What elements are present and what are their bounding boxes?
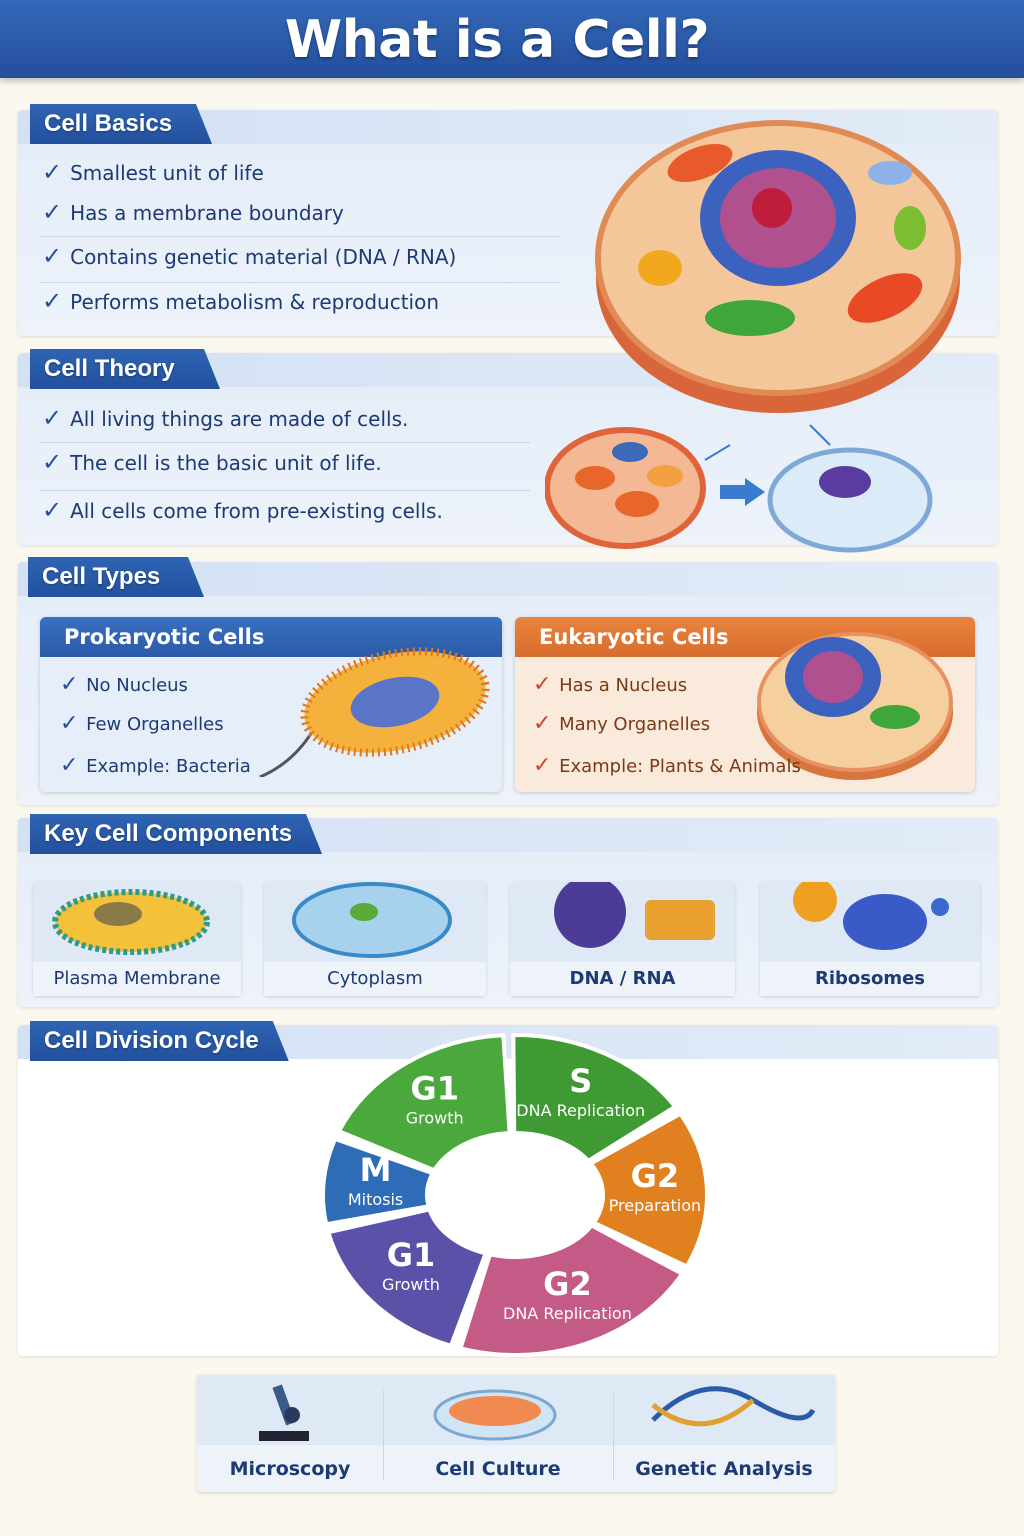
petri-dish-icon (433, 1389, 557, 1441)
phase-code: G2 (631, 1157, 680, 1195)
basics-item: ✓Performs metabolism & reproduction (42, 287, 440, 315)
division-heading: Cell Division Cycle (30, 1021, 289, 1061)
phase-label: DNA Replication (516, 1101, 645, 1120)
cell-theory-heading: Cell Theory (30, 349, 220, 389)
dna-nucleus-icon (554, 882, 715, 948)
theory-item: ✓The cell is the basic unit of life. (42, 448, 382, 476)
cell-basics-heading: Cell Basics (30, 104, 212, 144)
tool-microscopy: Microscopy (197, 1375, 383, 1492)
cycle-segment (336, 1033, 512, 1173)
ribosome-icon (793, 882, 949, 950)
dna-helix-icon (651, 1386, 816, 1427)
phase-code: S (569, 1062, 592, 1100)
microscope-icon (259, 1384, 309, 1441)
phase-label: Growth (406, 1108, 464, 1127)
component-ribosomes: Ribosomes (760, 882, 980, 996)
check-icon: ✓ (42, 404, 63, 432)
prokaryotic-title: Prokaryotic Cells (40, 617, 502, 657)
eukaryotic-item: ✓ Example: Plants & Animals (533, 753, 801, 778)
tools-panel: Microscopy Cell Culture Genetic Analysis (197, 1375, 835, 1492)
cycle-segment (587, 1111, 709, 1269)
animal-cell-illustration (595, 120, 961, 413)
theory-item: ✓All cells come from pre-existing cells. (42, 496, 443, 524)
cycle-segment (321, 1136, 436, 1227)
eukaryotic-card: Eukaryotic Cells (515, 617, 975, 792)
basics-item: ✓Has a membrane boundary (42, 198, 344, 226)
phase-code: G1 (387, 1236, 436, 1274)
cell-division-illustration (545, 424, 933, 553)
cytoplasm-icon (292, 882, 452, 958)
components-heading: Key Cell Components (30, 814, 322, 854)
basics-item: ✓Contains genetic material (DNA / RNA) (42, 242, 457, 270)
eukaryotic-item: ✓ Many Organelles (533, 711, 711, 736)
tool-genetic-analysis: Genetic Analysis (613, 1375, 835, 1492)
cycle-segment (325, 1207, 489, 1349)
phase-label: Preparation (609, 1196, 701, 1215)
phase-label: DNA Replication (503, 1304, 632, 1323)
theory-item: ✓All living things are made of cells. (42, 404, 409, 432)
check-icon: ✓ (42, 242, 63, 270)
eukaryotic-cell-illustration (757, 632, 953, 780)
phase-code: G2 (543, 1265, 592, 1303)
membrane-icon (52, 889, 210, 955)
phase-label: Growth (382, 1275, 440, 1294)
cell-types-heading: Cell Types (28, 557, 204, 597)
page-title: What is a Cell? (284, 10, 710, 70)
component-cytoplasm: Cytoplasm (264, 882, 486, 996)
cycle-segment (511, 1033, 679, 1164)
basics-item: ✓Smallest unit of life (42, 158, 264, 186)
component-dna-rna: DNA / RNA (510, 882, 735, 996)
check-icon: ✓ (42, 448, 63, 476)
prokaryotic-item: ✓ No Nucleus (60, 672, 188, 697)
header-banner: What is a Cell? (0, 0, 1024, 78)
phase-code: G1 (410, 1069, 459, 1107)
phase-label: Mitosis (348, 1190, 403, 1209)
cycle-segment (457, 1222, 686, 1357)
check-icon: ✓ (42, 198, 63, 226)
eukaryotic-item: ✓ Has a Nucleus (533, 672, 688, 697)
check-icon: ✓ (42, 158, 63, 186)
prokaryotic-card: Prokaryotic Cells (40, 617, 502, 792)
prokaryotic-item: ✓ Few Organelles (60, 711, 224, 736)
arrow-right-icon (720, 478, 765, 506)
component-plasma-membrane: Plasma Membrane (33, 882, 241, 996)
check-icon: ✓ (42, 287, 63, 315)
bacteria-illustration (259, 647, 490, 777)
prokaryotic-item: ✓ Example: Bacteria (60, 753, 251, 778)
phase-code: M (360, 1151, 392, 1189)
tool-cell-culture: Cell Culture (383, 1375, 613, 1492)
check-icon: ✓ (42, 496, 63, 524)
